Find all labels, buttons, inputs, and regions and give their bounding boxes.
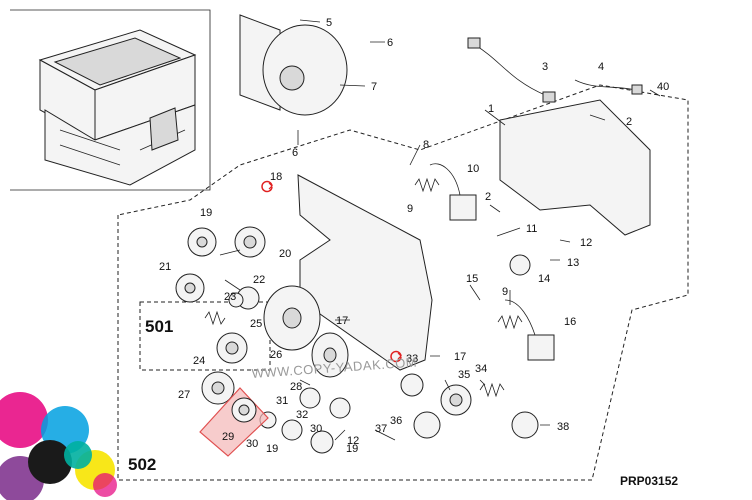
harness-3 bbox=[474, 44, 546, 96]
gear-23 bbox=[228, 292, 244, 308]
spring-34 bbox=[479, 382, 505, 398]
callout-28: 28 bbox=[290, 381, 302, 393]
gear-19-top bbox=[187, 227, 217, 257]
callout-8: 8 bbox=[423, 139, 429, 151]
gear-35 bbox=[440, 384, 472, 416]
frame-plate bbox=[297, 174, 433, 371]
document-code: PRP03152 bbox=[620, 474, 678, 488]
gear-20 bbox=[234, 226, 266, 258]
gear-36 bbox=[413, 411, 441, 439]
group-label-502: 502 bbox=[128, 455, 156, 474]
callout-13: 13 bbox=[567, 257, 579, 269]
callout-17: 17 bbox=[454, 351, 466, 363]
callout-12: 12 bbox=[580, 237, 592, 249]
highlighted-part-29 bbox=[199, 387, 269, 457]
callout-34: 34 bbox=[475, 363, 487, 375]
motor-assembly bbox=[239, 14, 348, 116]
solenoid-16 bbox=[504, 299, 555, 361]
callout-25: 25 bbox=[250, 318, 262, 330]
color-logo bbox=[0, 392, 117, 500]
coupling-38 bbox=[511, 411, 539, 439]
spring-25 bbox=[204, 310, 226, 326]
callout-6: 6 bbox=[292, 147, 298, 159]
gear-31 bbox=[299, 387, 321, 409]
gear-21 bbox=[175, 273, 205, 303]
gear-33 bbox=[400, 373, 424, 397]
callout-30: 30 bbox=[246, 438, 258, 450]
callout-9: 9 bbox=[407, 203, 413, 215]
callout-27: 27 bbox=[178, 389, 190, 401]
callout-4: 4 bbox=[598, 61, 604, 73]
callout-6: 6 bbox=[387, 37, 393, 49]
gear-19-bottom-right bbox=[310, 430, 334, 454]
callout-16: 16 bbox=[564, 316, 576, 328]
callout-15: 15 bbox=[466, 273, 478, 285]
spring-9b bbox=[497, 314, 523, 330]
callout-32: 32 bbox=[296, 409, 308, 421]
callout-3: 3 bbox=[542, 61, 548, 73]
callout-9: 9 bbox=[502, 286, 508, 298]
pulley-14 bbox=[509, 254, 531, 276]
callout-26: 26 bbox=[270, 349, 282, 361]
callout-20: 20 bbox=[279, 248, 291, 260]
callout-5: 5 bbox=[326, 17, 332, 29]
callout-33: 33 bbox=[406, 353, 418, 365]
callout-31: 31 bbox=[276, 395, 288, 407]
callout-21: 21 bbox=[159, 261, 171, 273]
callout-17: 17 bbox=[336, 315, 348, 327]
gear-32 bbox=[329, 397, 351, 419]
callout-38: 38 bbox=[557, 421, 569, 433]
refresh-icon bbox=[390, 350, 402, 363]
bracket-1 bbox=[499, 99, 651, 236]
gear-cluster-center bbox=[311, 332, 349, 378]
group-501-outline bbox=[139, 301, 271, 371]
callout-36: 36 bbox=[390, 415, 402, 427]
callout-7: 7 bbox=[371, 81, 377, 93]
spring-9a bbox=[414, 177, 440, 193]
callout-2: 2 bbox=[626, 116, 632, 128]
callout-19: 19 bbox=[200, 207, 212, 219]
callout-19: 19 bbox=[346, 443, 358, 455]
group-502-outline bbox=[117, 84, 689, 481]
callout-11: 11 bbox=[526, 223, 537, 235]
refresh-icon bbox=[261, 180, 273, 193]
harness-4 bbox=[574, 79, 636, 91]
gear-19-bottom bbox=[281, 419, 303, 441]
callout-29: 29 bbox=[222, 431, 234, 443]
callout-23: 23 bbox=[224, 291, 236, 303]
callout-24: 24 bbox=[193, 355, 205, 367]
group-label-501: 501 bbox=[145, 317, 173, 336]
callout-1: 1 bbox=[488, 103, 494, 115]
callout-19: 19 bbox=[266, 443, 278, 455]
callout-30: 30 bbox=[310, 423, 322, 435]
callout-14: 14 bbox=[538, 273, 550, 285]
callout-22: 22 bbox=[253, 274, 265, 286]
gear-27 bbox=[201, 371, 235, 405]
callout-40: 40 bbox=[657, 81, 669, 93]
solenoid-10 bbox=[429, 163, 477, 221]
callout-37: 37 bbox=[375, 423, 387, 435]
callout-35: 35 bbox=[458, 369, 470, 381]
callout-10: 10 bbox=[467, 163, 479, 175]
copier-overview-inset bbox=[10, 9, 211, 191]
callout-18: 18 bbox=[270, 171, 282, 183]
gear-24 bbox=[216, 332, 248, 364]
gear-26 bbox=[263, 285, 321, 351]
callout-2: 2 bbox=[485, 191, 491, 203]
callout-12: 12 bbox=[347, 435, 359, 447]
